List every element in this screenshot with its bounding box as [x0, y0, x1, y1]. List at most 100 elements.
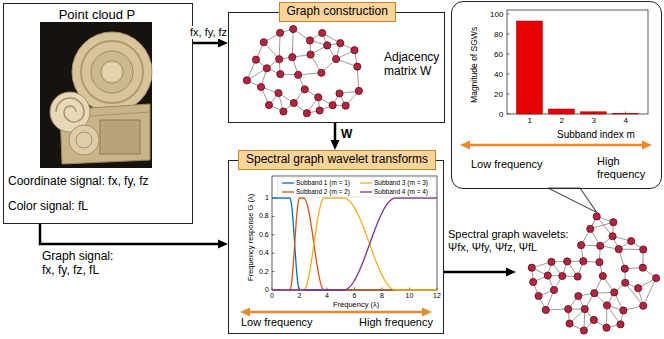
- graph-vertex: [611, 289, 618, 296]
- graph-vertex: [610, 219, 617, 226]
- magnitude-bar: [581, 112, 607, 114]
- process-box: Spectral graph wavelet transformsFrequen…: [228, 160, 444, 334]
- frequency-arrow: [247, 311, 425, 314]
- graph-vertex: [289, 54, 296, 61]
- tick-label: 6: [353, 292, 357, 300]
- frequency-label: High frequency: [359, 316, 433, 329]
- tick-label: 0.2: [259, 268, 269, 276]
- tick-mark: [272, 216, 275, 217]
- photo-ground: [40, 22, 152, 168]
- graph-vertex: [564, 258, 571, 265]
- graph-vertex: [315, 94, 322, 101]
- legend-entry: Subband 2 (m = 2): [296, 188, 350, 195]
- flow-arrow: [40, 224, 221, 244]
- graph-vertex: [635, 285, 642, 292]
- graph-vertex: [319, 29, 326, 36]
- graph-vertex: [652, 275, 659, 282]
- graph-vertex: [544, 272, 551, 279]
- magnitude-bar: [548, 109, 574, 114]
- graph-vertex: [639, 264, 646, 271]
- graph-vertex: [621, 265, 628, 272]
- signal-label: Color signal: fL: [8, 200, 88, 214]
- graph-vertex: [252, 56, 259, 63]
- graph-vertex: [640, 302, 647, 309]
- tick-label: 8: [380, 292, 384, 300]
- axis-title: Subband index m: [557, 129, 635, 141]
- base-opening: [100, 120, 140, 154]
- box-heading: Spectral graph wavelet transforms: [238, 150, 436, 170]
- tick-label: 4: [624, 116, 628, 125]
- response-curve: [272, 198, 437, 290]
- graph-vertex: [329, 102, 336, 109]
- tick-label: 4: [325, 292, 329, 300]
- tick-label: 12: [433, 292, 441, 300]
- graph-vertex: [577, 242, 584, 249]
- tick-label: 80: [494, 30, 503, 39]
- graph-vertex: [587, 225, 594, 232]
- tick-mark: [507, 114, 510, 115]
- graph-vertex: [565, 305, 572, 312]
- tick-mark: [507, 54, 510, 55]
- point-cloud-panel: Point cloud PCoordinate signal: fx, fy, …: [3, 3, 193, 224]
- legend-sample: [360, 182, 372, 183]
- flow-arrow: [334, 123, 337, 143]
- graph-vertex: [332, 55, 339, 62]
- response-curve: [272, 198, 437, 290]
- graph-vertex: [628, 238, 635, 245]
- tick-label: 0: [499, 110, 503, 119]
- graph-vertex: [295, 71, 302, 78]
- chart-axes: [507, 10, 648, 114]
- tick-label: 0: [270, 292, 274, 300]
- callout-tail: [548, 188, 597, 212]
- graph-vertex: [243, 77, 250, 84]
- graph-illustration: [243, 25, 362, 116]
- tick-label: 0.4: [259, 249, 269, 257]
- graph-vertex: [276, 29, 283, 36]
- graph-vertex: [640, 246, 647, 253]
- tick-mark: [507, 94, 510, 95]
- tick-label: 1: [265, 194, 269, 202]
- legend-sample: [360, 191, 372, 192]
- legend-box: [278, 177, 436, 197]
- tick-label: 2: [559, 116, 563, 125]
- spiral-line: [56, 98, 84, 122]
- graph-vertex: [580, 327, 587, 334]
- matrix-label: Adjacency matrix W: [384, 51, 442, 79]
- tick-mark: [272, 253, 275, 254]
- tick-label: 100: [490, 10, 503, 19]
- graph-vertex: [566, 320, 573, 327]
- graph-vertex: [620, 307, 627, 314]
- graph-vertex: [290, 25, 297, 32]
- tick-mark: [593, 112, 594, 115]
- disc-ring: [91, 51, 133, 93]
- graph-vertex: [599, 272, 606, 279]
- point-cloud-photo: [40, 22, 152, 168]
- response-curve: [272, 198, 437, 290]
- graph-vertex: [257, 83, 264, 90]
- graph-vertex: [609, 233, 616, 240]
- graph-vertex: [303, 110, 310, 117]
- graph-vertex: [622, 279, 629, 286]
- graph-vertex: [306, 37, 313, 44]
- graph-vertex: [351, 47, 358, 54]
- tick-label: 1: [527, 116, 531, 125]
- graph-vertex: [290, 99, 297, 106]
- graph-vertex: [337, 40, 344, 47]
- graph-vertex: [574, 273, 581, 280]
- graph-vertex: [530, 278, 537, 285]
- tick-label: 20: [494, 90, 503, 99]
- graph-vertex: [581, 305, 588, 312]
- graph-vertex: [318, 69, 325, 76]
- disc-center: [101, 61, 123, 83]
- callout-bubble: Magnitude of SGWsSubband index mLow freq…: [451, 1, 662, 189]
- graph-vertex: [260, 39, 267, 46]
- frequency-label: Low frequency: [471, 158, 543, 171]
- graph-vertex: [316, 107, 323, 114]
- graph-vertex: [528, 264, 535, 271]
- tick-mark: [272, 234, 275, 235]
- graph-vertex: [355, 87, 362, 94]
- tick-mark: [507, 74, 510, 75]
- legend-entry: Subband 3 (m = 3): [374, 179, 428, 186]
- magnitude-bar: [516, 21, 542, 114]
- panel-title: Point cloud P: [4, 8, 190, 23]
